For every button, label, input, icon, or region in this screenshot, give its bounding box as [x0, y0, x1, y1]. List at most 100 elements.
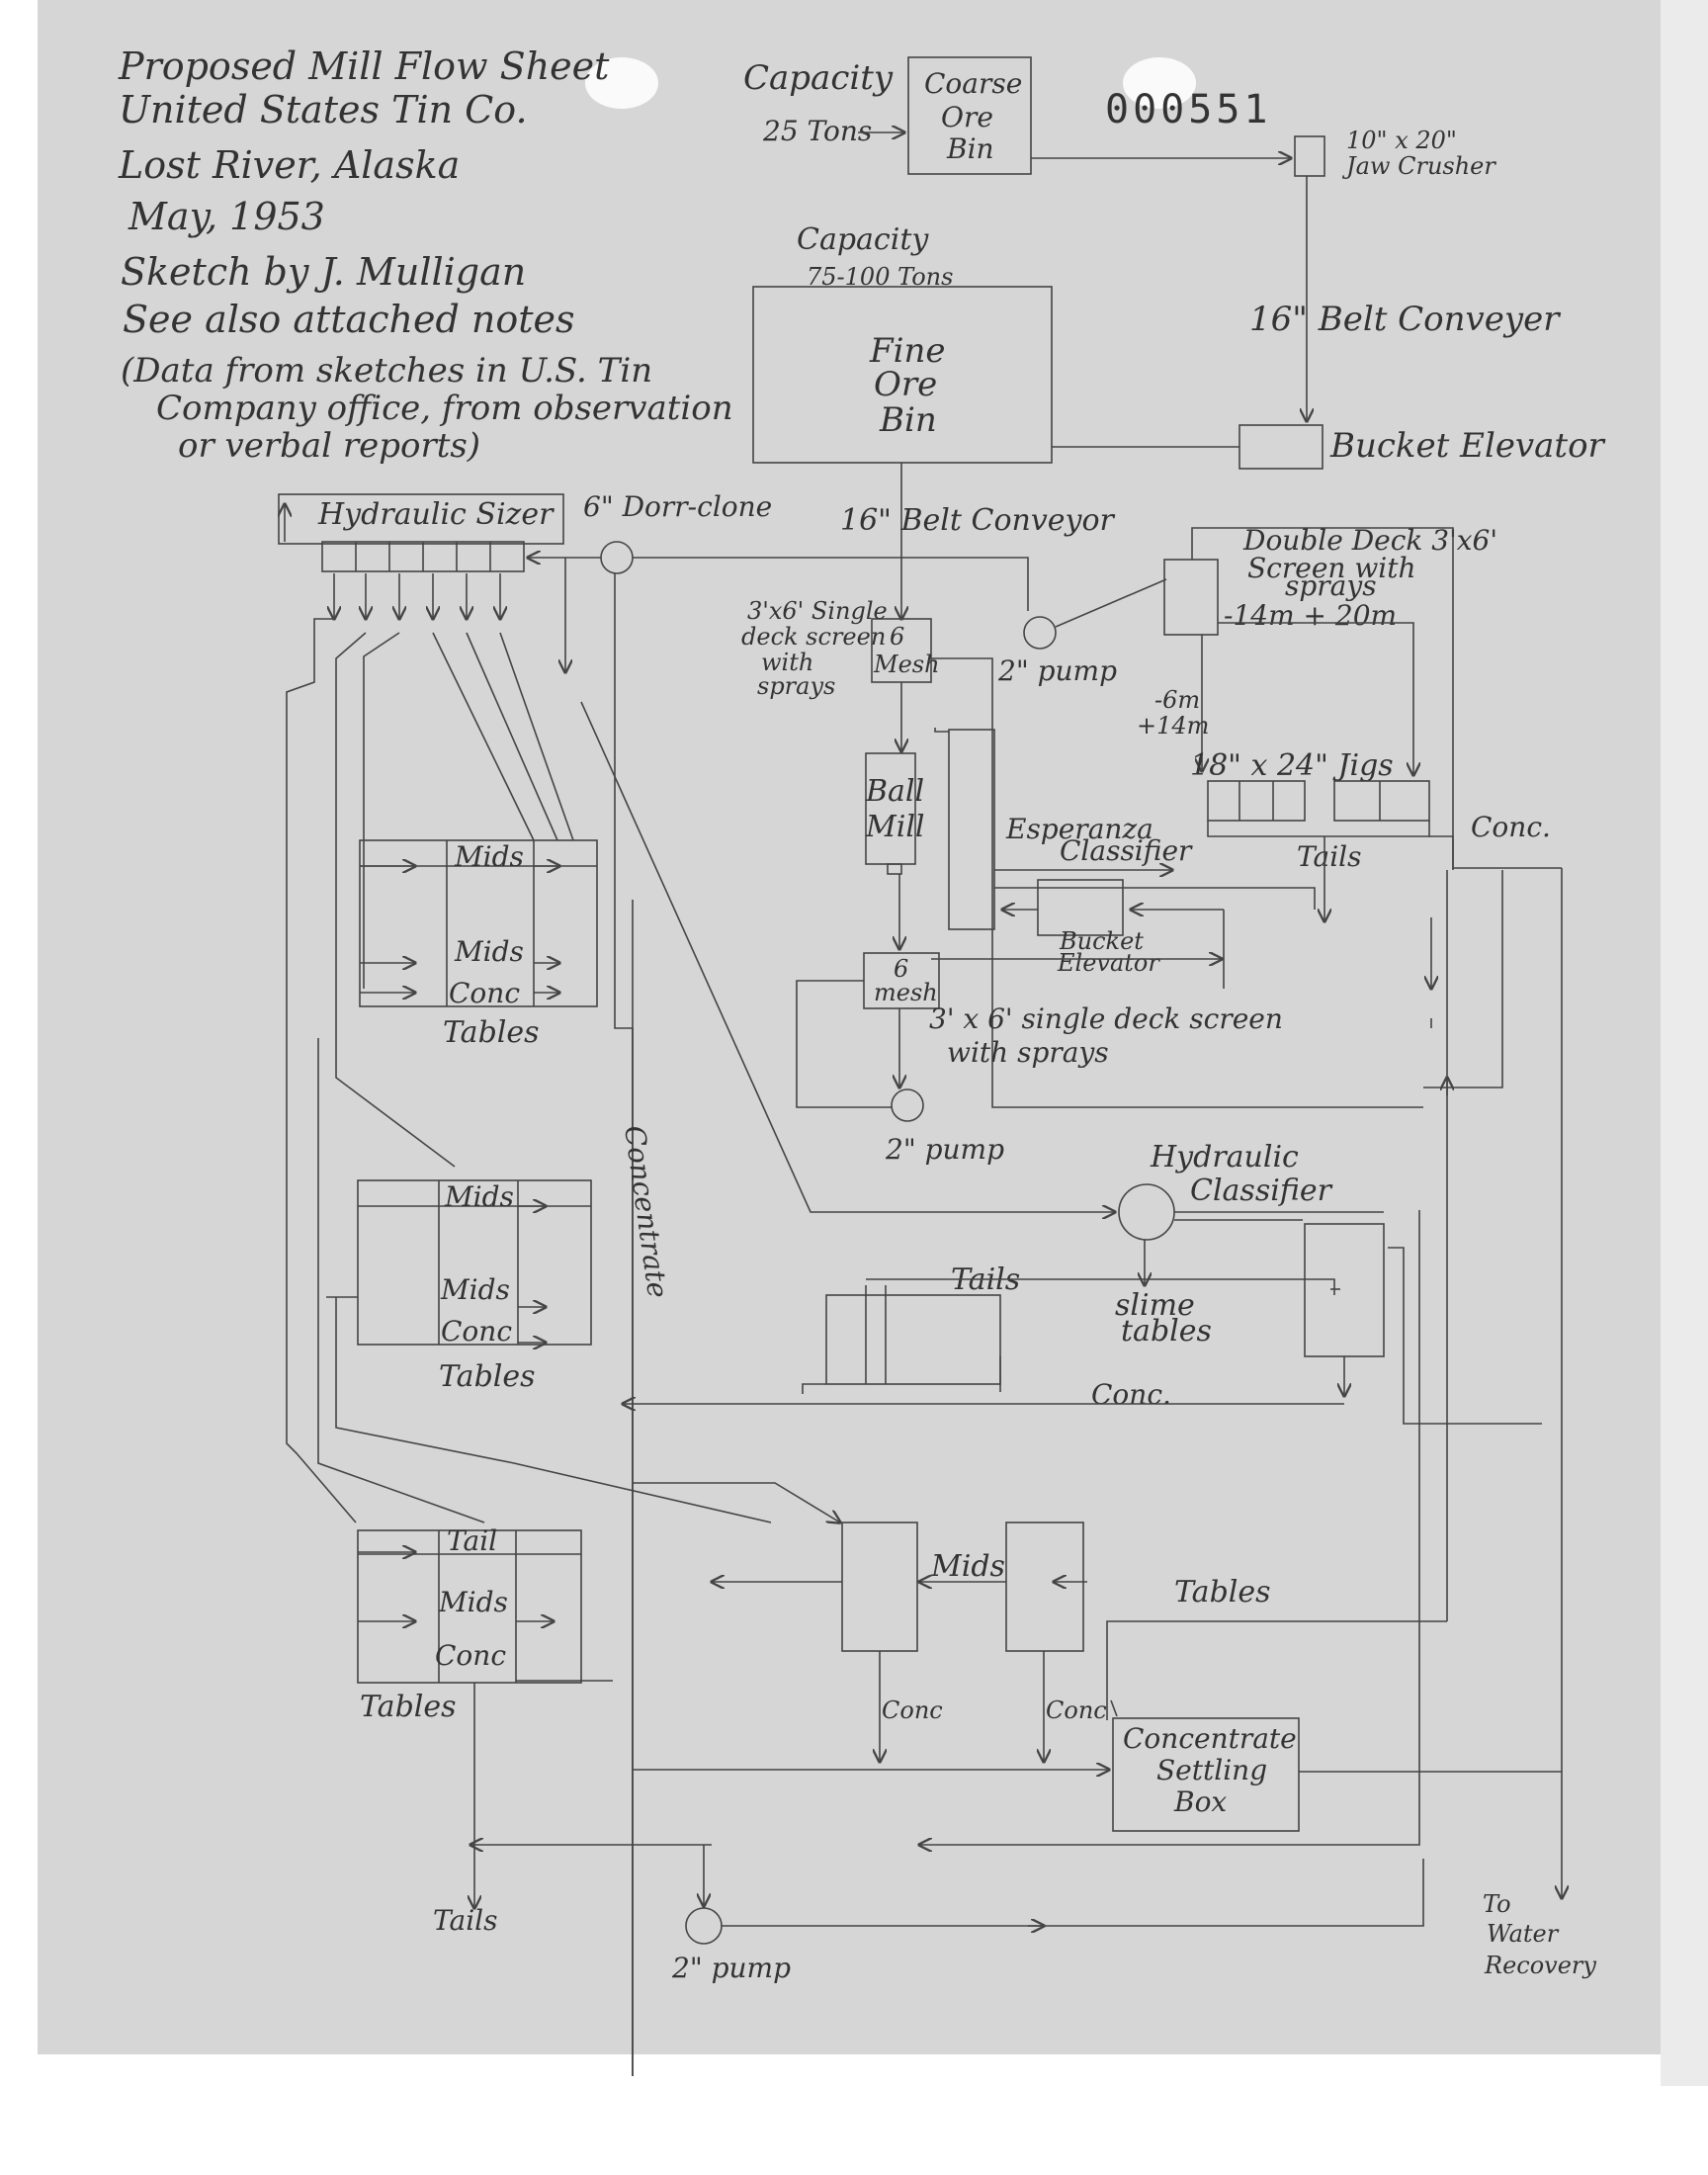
jigs-label: 18" x 24" Jigs: [1190, 748, 1394, 783]
pump-mid: [891, 1088, 924, 1122]
mid-table-right: [1005, 1522, 1084, 1652]
conc-label: Conc: [1046, 1696, 1107, 1724]
pump-label: 2" pump: [997, 654, 1117, 687]
bucket-elevator-top: [1238, 424, 1324, 470]
slime-tables-label: slime: [1115, 1288, 1195, 1323]
header-line: Sketch by J. Mulligan: [121, 250, 526, 294]
hydraulic-sizer-frame: [278, 493, 564, 545]
six-mesh-label: Mesh: [873, 651, 940, 678]
six-mesh-label: mesh: [874, 979, 938, 1006]
mids-label: Mids: [444, 1180, 514, 1213]
pump-bottom: [685, 1907, 723, 1945]
header-line: Lost River, Alaska: [118, 143, 460, 187]
six-mesh-label: 6: [894, 955, 908, 983]
bucket-elevator-mid: [1037, 879, 1124, 936]
capacity-label: Capacity: [797, 222, 929, 257]
coarse-ore-bin-label: Bin: [946, 132, 994, 165]
paper-edge: [1661, 0, 1708, 2086]
slime-table-right: [1304, 1223, 1385, 1357]
fine-ore-bin-label: Fine: [869, 331, 945, 371]
water-recovery-label: Recovery: [1484, 1952, 1596, 1979]
single-deck-label: with: [761, 649, 813, 676]
header-line: May, 1953: [128, 195, 325, 238]
conc-label: Conc: [882, 1696, 943, 1724]
table-set-2: Mids Mids Conc Tables: [357, 1179, 592, 1394]
fine-ore-bin-label: Ore: [874, 365, 937, 404]
jaw-crusher-label: Jaw Crusher: [1341, 152, 1496, 180]
concentrate-label: Concentrate: [618, 1123, 674, 1300]
jig-right: [1333, 780, 1430, 822]
size-label: -14m + 20m: [1224, 599, 1397, 632]
water-recovery-label: Water: [1487, 1920, 1560, 1948]
conc-label: Conc: [449, 977, 520, 1009]
single-deck-label: 3'x6' Single: [747, 597, 888, 625]
hydraulic-classifier: [1118, 1183, 1175, 1241]
concentrate-settling-box: [1112, 1717, 1300, 1832]
jaw-crusher-label: 10" x 20": [1346, 127, 1457, 154]
coarse-ore-bin-label: Coarse: [924, 67, 1022, 100]
hydraulic-sizer-label: Hydraulic Sizer: [317, 497, 555, 532]
header-notes: Proposed Mill Flow Sheet United States T…: [118, 44, 733, 466]
bucket-elevator-label: Bucket: [1059, 927, 1144, 955]
water-recovery-label: To: [1483, 1890, 1511, 1918]
double-deck-screen: [1163, 559, 1219, 636]
ball-mill: [865, 752, 916, 865]
punch-hole: [1123, 57, 1196, 109]
document-number: 000551: [1105, 87, 1272, 132]
esperanza-classifier: [948, 729, 995, 930]
table-set-1: Mids Mids Conc Tables: [359, 839, 598, 1050]
dorr-clone: [600, 541, 634, 574]
tables-label: Tables: [439, 1359, 536, 1394]
conc-label: Conc.: [1091, 1378, 1171, 1411]
belt-conveyer-label: 16" Belt Conveyer: [1249, 300, 1561, 339]
bucket-elevator-label: Bucket Elevator: [1329, 426, 1606, 466]
header-line: Company office, from observation: [156, 389, 733, 428]
jig-left: [1207, 780, 1306, 822]
size-label: -6m: [1154, 686, 1200, 714]
mids-label: Mids: [440, 1273, 510, 1306]
dorr-clone-label: 6" Dorr-clone: [583, 490, 772, 523]
coarse-ore-bin-label: Ore: [941, 101, 993, 133]
hydraulic-classifier-label: Hydraulic: [1150, 1140, 1299, 1174]
header-line: United States Tin Co.: [119, 88, 528, 131]
pump-top: [1023, 616, 1057, 650]
conc-label: Conc.: [1471, 811, 1551, 843]
tables-label: Tables: [360, 1690, 457, 1724]
tables-label: Tables: [443, 1015, 540, 1050]
fine-ore-bin: [752, 286, 1053, 464]
mids-label: Mids: [454, 935, 524, 968]
capacity-tons-label: 25 Tons: [762, 115, 872, 147]
settling-box-label: Settling: [1156, 1754, 1267, 1786]
single-deck-label: with sprays: [947, 1036, 1109, 1069]
ball-mill-label: Mill: [865, 810, 925, 844]
fine-ore-bin-label: Bin: [879, 400, 937, 440]
pump-label: 2" pump: [671, 1952, 791, 1984]
mids-label: Mids: [930, 1549, 1005, 1584]
single-deck-label: sprays: [757, 672, 835, 700]
slime-tables-label: tables: [1121, 1314, 1212, 1348]
hydraulic-classifier-label: Classifier: [1190, 1174, 1333, 1208]
jig-tails-label: Tails: [1297, 840, 1361, 873]
pump-label: 2" pump: [885, 1133, 1004, 1166]
single-deck-label: deck screen: [741, 623, 886, 651]
single-deck-label: 3' x 6' single deck screen: [929, 1002, 1283, 1035]
belt-conveyor-label: 16" Belt Conveyor: [840, 503, 1116, 538]
size-label: +14m: [1137, 712, 1209, 740]
paper-sheet: [38, 0, 1661, 2054]
mids-label: Mids: [454, 840, 524, 873]
sizer-spigots: [334, 573, 500, 619]
punch-hole: [585, 57, 658, 109]
table-set-3: Tail Mids Conc Tables: [357, 1524, 613, 1724]
jaw-crusher: [1294, 135, 1325, 177]
bucket-elevator-label: Elevator: [1057, 949, 1160, 977]
conc-label: Conc: [441, 1315, 512, 1348]
header-line: or verbal reports): [178, 426, 480, 466]
settling-box-label: Box: [1173, 1785, 1227, 1818]
tail-label: Tail: [447, 1524, 497, 1557]
mids-label: Mids: [438, 1586, 508, 1618]
coarse-ore-bin: [907, 56, 1032, 175]
esperanza-label: Esperanza: [1005, 813, 1153, 845]
conc-label: Conc: [435, 1639, 506, 1672]
six-mesh-label: 6: [890, 623, 904, 651]
